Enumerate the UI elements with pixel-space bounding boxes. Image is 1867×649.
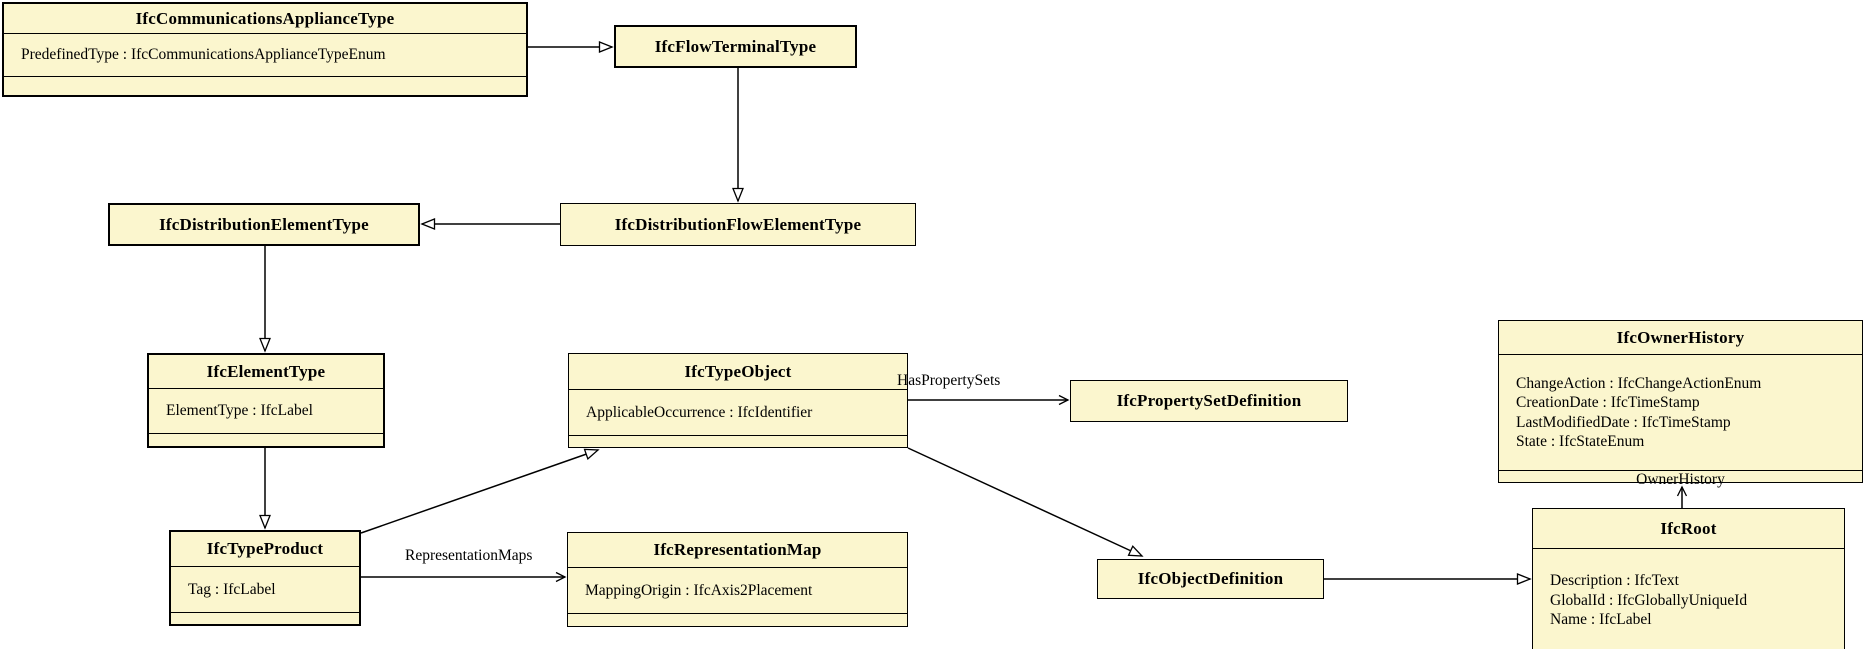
class-ifc-type-object[interactable]: IfcTypeObject ApplicableOccurrence : Ifc… (568, 353, 908, 448)
class-title: IfcTypeProduct (206, 539, 324, 558)
class-title: IfcObjectDefinition (1137, 569, 1284, 588)
attribute-line: PredefinedType : IfcCommunicationsApplia… (21, 46, 386, 64)
attribute-line: CreationDate : IfcTimeStamp (1516, 394, 1700, 411)
class-title: IfcOwnerHistory (1616, 327, 1745, 347)
class-attributes: PredefinedType : IfcCommunicationsApplia… (4, 33, 526, 76)
class-empty-compartment (569, 435, 907, 447)
class-attributes: ChangeAction : IfcChangeActionEnum Creat… (1499, 354, 1862, 470)
edge-generalization-typeobject-to-objectdefinition (907, 447, 1142, 556)
class-empty-compartment (171, 612, 359, 624)
class-attributes: ElementType : IfcLabel (149, 388, 383, 433)
class-ifc-distribution-flow-element-type[interactable]: IfcDistributionFlowElementType (560, 203, 916, 246)
attribute-line: Tag : IfcLabel (188, 580, 276, 598)
attribute-line: Description : IfcText (1550, 572, 1679, 590)
class-title: IfcDistributionElementType (159, 214, 369, 234)
class-empty-compartment (149, 433, 383, 446)
class-title: IfcTypeObject (684, 361, 792, 381)
class-ifc-root[interactable]: IfcRoot Description : IfcText GlobalId :… (1532, 508, 1845, 649)
attribute-line: State : IfcStateEnum (1516, 433, 1645, 450)
class-ifc-representation-map[interactable]: IfcRepresentationMap MappingOrigin : Ifc… (567, 532, 908, 627)
edge-label-representation-maps: RepresentationMaps (405, 547, 533, 564)
class-ifc-distribution-element-type[interactable]: IfcDistributionElementType (108, 203, 420, 246)
edge-generalization-typeproduct-to-typeobject (360, 450, 598, 534)
class-title: IfcCommunicationsApplianceType (135, 8, 395, 28)
class-title: IfcFlowTerminalType (654, 36, 817, 56)
class-attributes: Description : IfcText GlobalId : IfcGlob… (1533, 548, 1844, 649)
class-title: IfcRepresentationMap (653, 540, 822, 559)
class-title: IfcElementType (206, 361, 326, 381)
class-ifc-property-set-definition[interactable]: IfcPropertySetDefinition (1070, 380, 1348, 422)
class-attributes: MappingOrigin : IfcAxis2Placement (568, 567, 907, 613)
class-ifc-owner-history[interactable]: IfcOwnerHistory ChangeAction : IfcChange… (1498, 320, 1863, 488)
class-empty-compartment (568, 613, 907, 626)
class-empty-compartment (4, 76, 526, 95)
attribute-line: Name : IfcLabel (1550, 611, 1652, 629)
edge-label-owner-history: OwnerHistory (1499, 470, 1862, 489)
class-attributes: Tag : IfcLabel (171, 566, 359, 612)
class-title: IfcDistributionFlowElementType (614, 214, 862, 234)
class-ifc-object-definition[interactable]: IfcObjectDefinition (1097, 559, 1324, 599)
edge-label-has-property-sets: HasPropertySets (897, 372, 1001, 389)
class-ifc-type-product[interactable]: IfcTypeProduct Tag : IfcLabel (169, 530, 361, 626)
class-ifc-communications-appliance-type[interactable]: IfcCommunicationsApplianceType Predefine… (2, 2, 528, 97)
class-title: IfcRoot (1660, 518, 1717, 538)
attribute-line: LastModifiedDate : IfcTimeStamp (1516, 413, 1731, 431)
class-title: IfcPropertySetDefinition (1116, 391, 1302, 410)
attribute-line: ElementType : IfcLabel (166, 402, 313, 420)
class-ifc-flow-terminal-type[interactable]: IfcFlowTerminalType (614, 25, 857, 68)
class-attributes: ApplicableOccurrence : IfcIdentifier (569, 389, 907, 435)
attribute-line: GlobalId : IfcGloballyUniqueId (1550, 591, 1748, 609)
class-ifc-element-type[interactable]: IfcElementType ElementType : IfcLabel (147, 353, 385, 448)
attribute-line: ChangeAction : IfcChangeActionEnum (1516, 374, 1762, 392)
attribute-line: MappingOrigin : IfcAxis2Placement (585, 581, 813, 599)
attribute-line: ApplicableOccurrence : IfcIdentifier (586, 403, 813, 421)
